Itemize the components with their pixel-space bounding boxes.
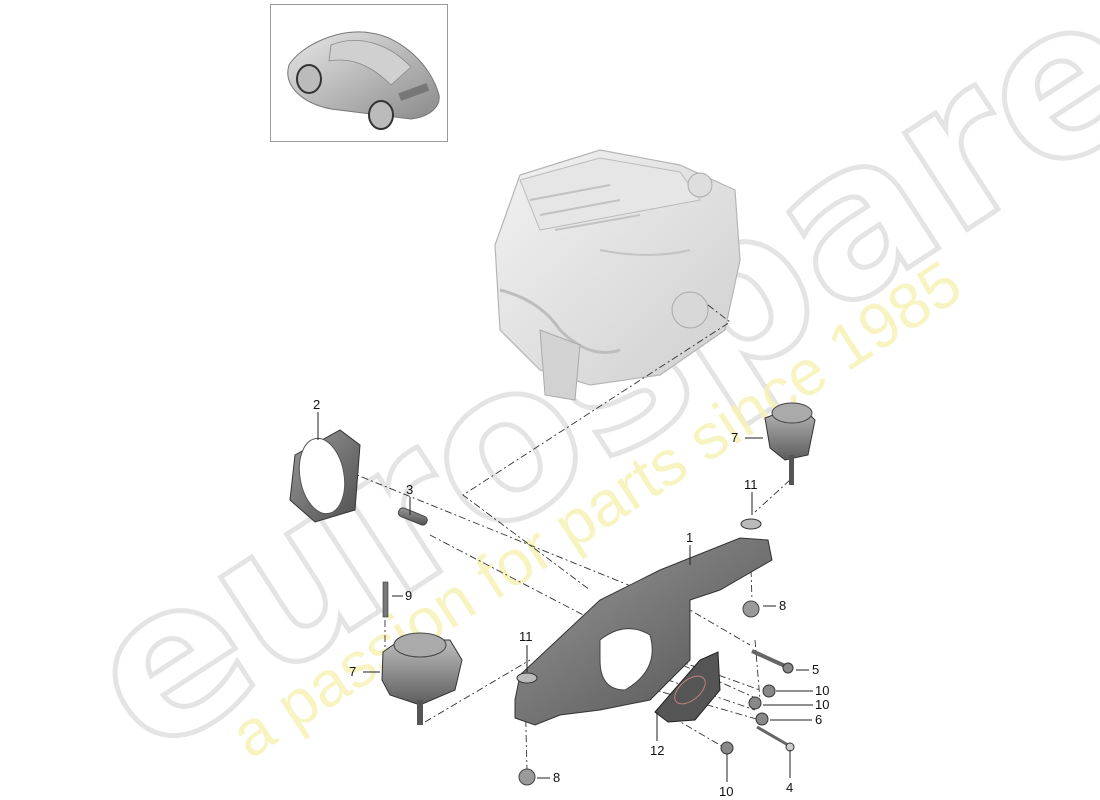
car-icon: [287, 31, 440, 130]
callout-12[interactable]: 12: [650, 743, 665, 758]
callout-leaders: [317, 412, 813, 782]
engine-illustration: [494, 149, 741, 401]
callout-10b[interactable]: 10: [815, 697, 830, 712]
callout-10c[interactable]: 10: [719, 784, 734, 799]
callout-2[interactable]: 2: [313, 397, 321, 412]
part-bolt-5: [751, 649, 794, 674]
part-bolt-10b: [748, 696, 762, 710]
callout-5[interactable]: 5: [812, 662, 820, 677]
callout-11-left[interactable]: 11: [519, 629, 533, 644]
part-nut-left: [518, 768, 536, 786]
part-engine-mount-left: [381, 632, 463, 725]
callout-8-right[interactable]: 8: [779, 598, 787, 613]
callout-10a[interactable]: 10: [815, 683, 830, 698]
callout-11-right[interactable]: 11: [744, 477, 758, 492]
part-flange-ring: [289, 429, 361, 523]
part-nut-6: [755, 712, 769, 726]
part-washer-left: [516, 672, 538, 684]
callout-1[interactable]: 1: [686, 530, 694, 545]
part-washer-right: [740, 518, 762, 530]
part-cross-member: [514, 537, 773, 726]
part-bolt-9: [382, 581, 389, 618]
part-bolt-10c: [720, 741, 734, 755]
callout-8-left[interactable]: 8: [553, 770, 561, 785]
part-bolt-10a: [762, 684, 776, 698]
callout-6[interactable]: 6: [815, 712, 823, 727]
part-engine-mount-right: [764, 402, 816, 485]
callout-3[interactable]: 3: [406, 482, 414, 497]
vehicle-thumbnail: [270, 4, 448, 142]
callout-9[interactable]: 9: [405, 588, 413, 603]
callout-4[interactable]: 4: [786, 780, 794, 795]
part-bolt-4: [756, 725, 795, 752]
part-heat-shield: [654, 651, 721, 723]
part-nut-right: [742, 600, 760, 618]
part-sleeve: [397, 507, 428, 526]
callout-7-right[interactable]: 7: [731, 430, 739, 445]
callout-7-left[interactable]: 7: [349, 664, 357, 679]
